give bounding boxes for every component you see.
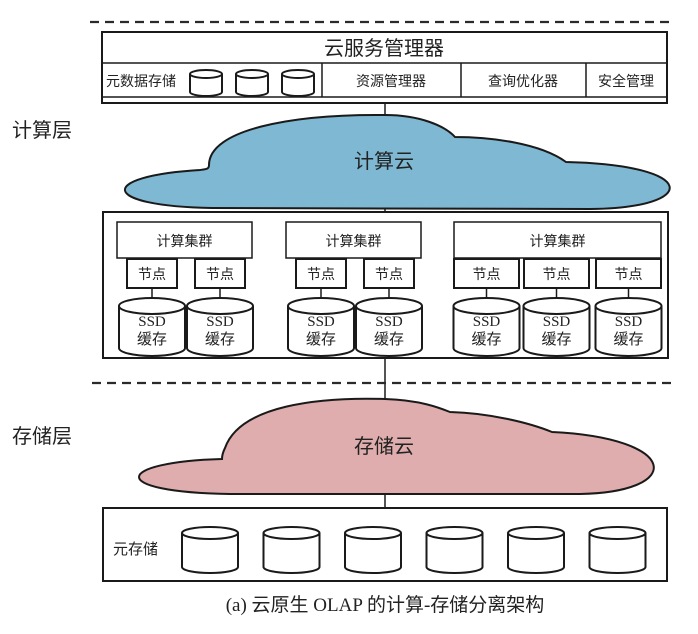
cache-label: 缓存	[306, 330, 336, 348]
node-label: 节点	[615, 267, 643, 283]
node-box	[595, 258, 662, 289]
storage-disk-icon	[344, 526, 402, 574]
storage-cloud-label: 存储云	[354, 434, 414, 458]
compute-cloud: 计算云	[124, 113, 671, 211]
cloud-service-manager-title: 云服务管理器	[324, 36, 444, 60]
ssd-cache-icon	[452, 297, 521, 357]
node-box	[453, 258, 520, 289]
storage-cloud: 存储云	[138, 397, 655, 495]
storage-layer-label: 存储层	[12, 424, 72, 448]
object-storage-label: 元存储	[113, 540, 158, 558]
ssd-label: SSD	[615, 314, 643, 330]
storage-disk-icon	[588, 526, 647, 574]
cache-label: 缓存	[471, 330, 501, 348]
cloud-service-manager: 云服务管理器 元数据存储 资源管理器 查询优化器 安全管理	[101, 31, 668, 104]
cache-label: 缓存	[541, 330, 571, 348]
compute-cluster-title: 计算集群	[157, 233, 213, 250]
node-label: 节点	[206, 267, 234, 283]
metadata-disk-icon	[281, 69, 315, 97]
ssd-cache-icon	[186, 297, 254, 357]
node-label: 节点	[138, 267, 166, 283]
ssd-label: SSD	[543, 314, 571, 330]
compute-cloud-shape	[124, 113, 671, 211]
cache-label: 缓存	[137, 330, 167, 348]
ssd-cache-icon	[522, 297, 591, 357]
ssd-label: SSD	[375, 314, 403, 330]
storage-cloud-shape	[138, 397, 655, 495]
cache-label: 缓存	[374, 330, 404, 348]
compute-cluster-box	[285, 221, 422, 259]
ssd-cache-icon	[355, 297, 423, 357]
module-resource-manager: 资源管理器	[356, 74, 426, 90]
ssd-cache-icon	[118, 297, 186, 357]
compute-layer-label: 计算层	[12, 118, 72, 142]
storage-disk-icon	[507, 526, 565, 574]
cache-label: 缓存	[613, 330, 643, 348]
module-security-management: 安全管理	[598, 73, 654, 90]
module-query-optimizer: 查询优化器	[488, 74, 558, 90]
node-label: 节点	[307, 267, 335, 283]
ssd-label: SSD	[473, 314, 501, 330]
compute-cluster-box	[116, 221, 253, 259]
ssd-cache-icon	[287, 297, 355, 357]
metadata-disk-icon	[235, 69, 269, 97]
node-label: 节点	[375, 267, 403, 283]
storage-disk-icon	[262, 526, 321, 574]
compute-cluster-box	[453, 221, 662, 259]
compute-cluster-title: 计算集群	[530, 233, 586, 250]
compute-cloud-label: 计算云	[354, 149, 414, 173]
node-box	[126, 258, 178, 289]
object-storage: 元存储	[102, 507, 668, 582]
node-box	[523, 258, 590, 289]
node-label: 节点	[543, 267, 571, 283]
ssd-label: SSD	[307, 314, 335, 330]
ssd-cache-icon	[594, 297, 663, 357]
node-label: 节点	[473, 267, 501, 283]
storage-disk-icon	[181, 526, 239, 574]
node-box	[295, 258, 347, 289]
compute-cluster-title: 计算集群	[326, 233, 382, 250]
ssd-label: SSD	[206, 314, 234, 330]
ssd-label: SSD	[138, 314, 166, 330]
cache-label: 缓存	[205, 330, 235, 348]
storage-disk-icon	[425, 526, 484, 574]
metadata-disk-icon	[189, 69, 223, 97]
figure-caption: (a) 云原生 OLAP 的计算-存储分离架构	[226, 594, 545, 616]
metadata-storage-label: 元数据存储	[106, 74, 176, 90]
